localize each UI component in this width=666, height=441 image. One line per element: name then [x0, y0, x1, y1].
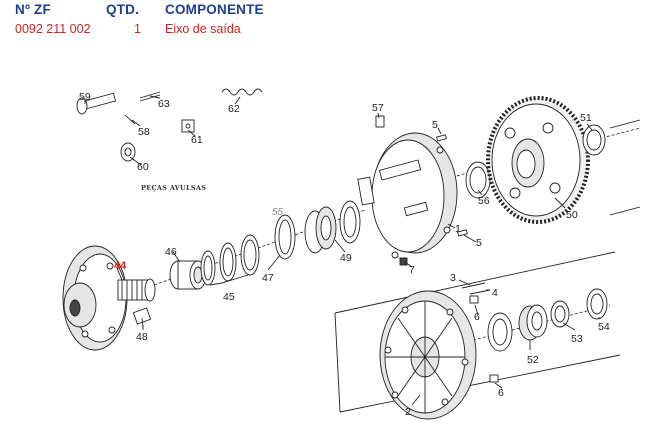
component-name: Eixo de saída	[165, 22, 241, 36]
bearing-49-part	[304, 200, 361, 254]
seal-ring-part	[487, 312, 513, 352]
nut-6a-part	[469, 295, 479, 304]
label-61: 61	[191, 134, 203, 146]
rings-part	[200, 234, 260, 286]
sleeve-part	[169, 260, 207, 290]
leader-lines	[84, 95, 601, 406]
large-gear-part	[486, 96, 590, 224]
lower-frame-bottom	[339, 354, 621, 413]
label-52: 52	[527, 354, 539, 366]
header-zf: Nº ZF	[15, 2, 51, 17]
label-53: 53	[571, 333, 583, 345]
lower-frame-top	[334, 251, 616, 314]
label-4: 4	[492, 287, 498, 299]
header-qtd: QTD.	[106, 2, 140, 17]
pin-part-b	[457, 229, 468, 237]
bearing-53-part	[518, 300, 570, 341]
label-48: 48	[136, 331, 148, 343]
label-1: 1	[455, 223, 461, 235]
label-51: 51	[580, 112, 592, 124]
label-6a: 6	[474, 311, 480, 323]
loose-parts-group	[76, 88, 263, 162]
label-50: 50	[566, 209, 578, 221]
label-7: 7	[409, 264, 415, 276]
zf-number: 0092 211 002	[15, 22, 91, 36]
upper-frame-bottom	[609, 206, 641, 216]
bolt-part	[132, 307, 152, 329]
ring-47-part	[274, 214, 296, 260]
label-6b: 6	[498, 387, 504, 399]
plug-part	[375, 115, 385, 128]
label-58: 58	[138, 126, 150, 138]
label-45: 45	[223, 291, 235, 303]
label-44-highlight: 44	[114, 260, 127, 272]
label-46: 46	[165, 246, 177, 258]
label-56: 56	[478, 195, 490, 207]
lower-housing-part	[379, 290, 477, 420]
output-shaft-part	[62, 245, 156, 351]
label-54: 54	[598, 321, 610, 333]
label-2: 2	[405, 406, 411, 418]
upper-housing-part	[357, 132, 458, 259]
label-49: 49	[340, 252, 352, 264]
label-59: 59	[79, 91, 91, 103]
upper-frame-top	[609, 119, 641, 129]
label-63: 63	[158, 98, 170, 110]
label-3: 3	[450, 272, 456, 284]
label-55: 55	[272, 207, 284, 218]
label-62: 62	[228, 103, 240, 115]
loose-parts-label: PEÇAS AVULSAS	[141, 184, 206, 192]
lower-axis-line	[414, 304, 611, 356]
label-5b: 5	[476, 237, 482, 249]
nut-part	[399, 257, 408, 266]
quantity-value: 1	[134, 22, 141, 36]
label-57: 57	[372, 102, 384, 114]
label-5a: 5	[432, 119, 438, 131]
nut-6b-part	[489, 374, 499, 383]
ring-51-part	[582, 124, 606, 156]
pin-part-a	[436, 134, 447, 142]
lower-frame-left	[334, 312, 341, 413]
label-60: 60	[137, 161, 149, 173]
bolt-4-part	[469, 289, 491, 295]
header-componente: COMPONENTE	[165, 2, 264, 17]
bolt-3-part	[461, 282, 486, 289]
ring-54-part	[586, 288, 608, 320]
label-47: 47	[262, 272, 274, 284]
ring-56-part	[465, 161, 491, 199]
